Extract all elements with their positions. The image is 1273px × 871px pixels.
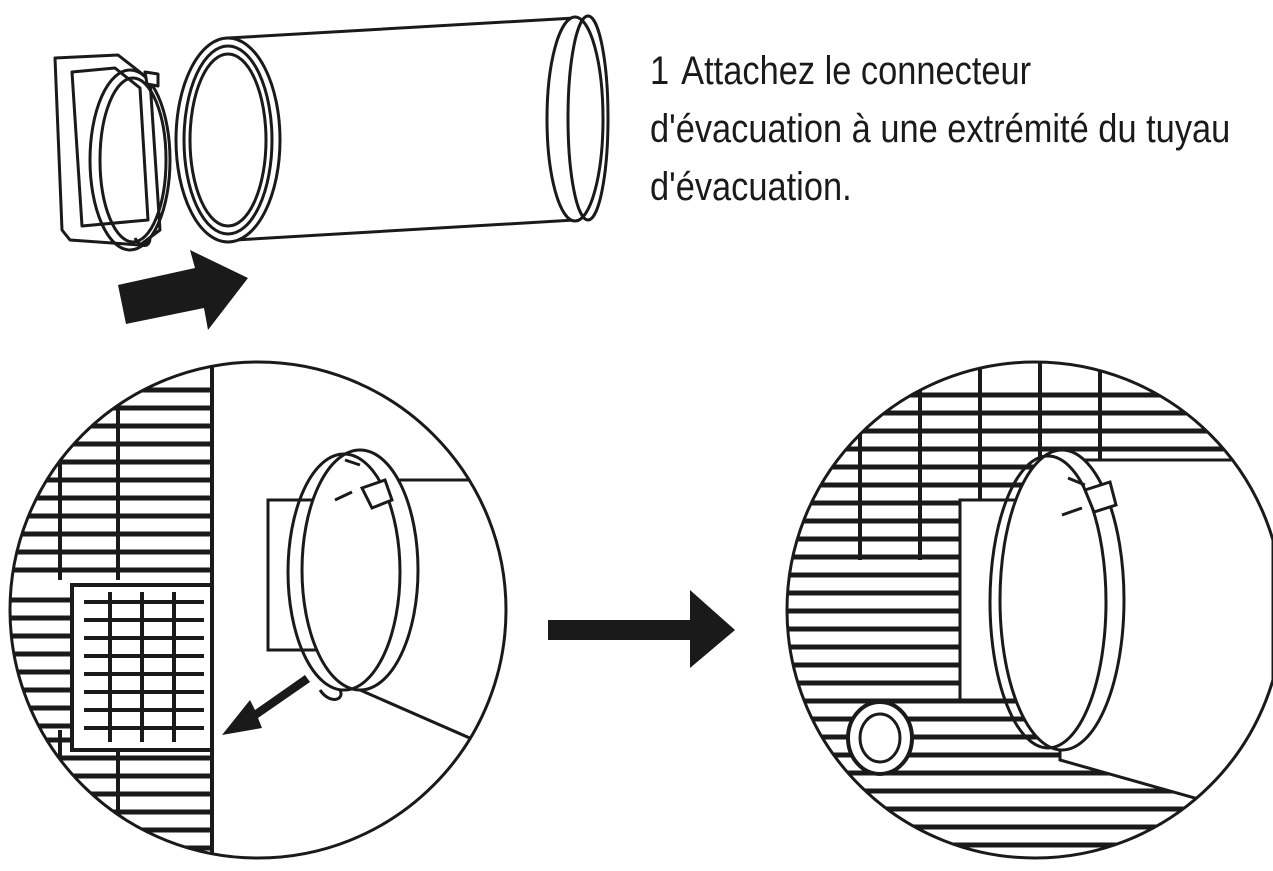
push-arrow-icon <box>118 250 248 330</box>
instruction-line-1-text: Attachez le connecteur <box>681 49 1032 93</box>
remove-arrow-icon <box>222 675 310 735</box>
step-number: 1 <box>650 49 670 93</box>
instruction-line-2: d'évacuation à une extrémité du tuyau <box>650 107 1231 151</box>
next-step-arrow-icon <box>548 590 735 668</box>
unit-detail-after <box>785 360 1273 860</box>
exhaust-hose-icon <box>174 14 610 244</box>
exhaust-connector-icon <box>53 53 172 252</box>
instruction-line-3: d'évacuation. <box>650 165 852 209</box>
unit-detail-before <box>8 360 508 860</box>
knob-icon <box>846 700 914 776</box>
